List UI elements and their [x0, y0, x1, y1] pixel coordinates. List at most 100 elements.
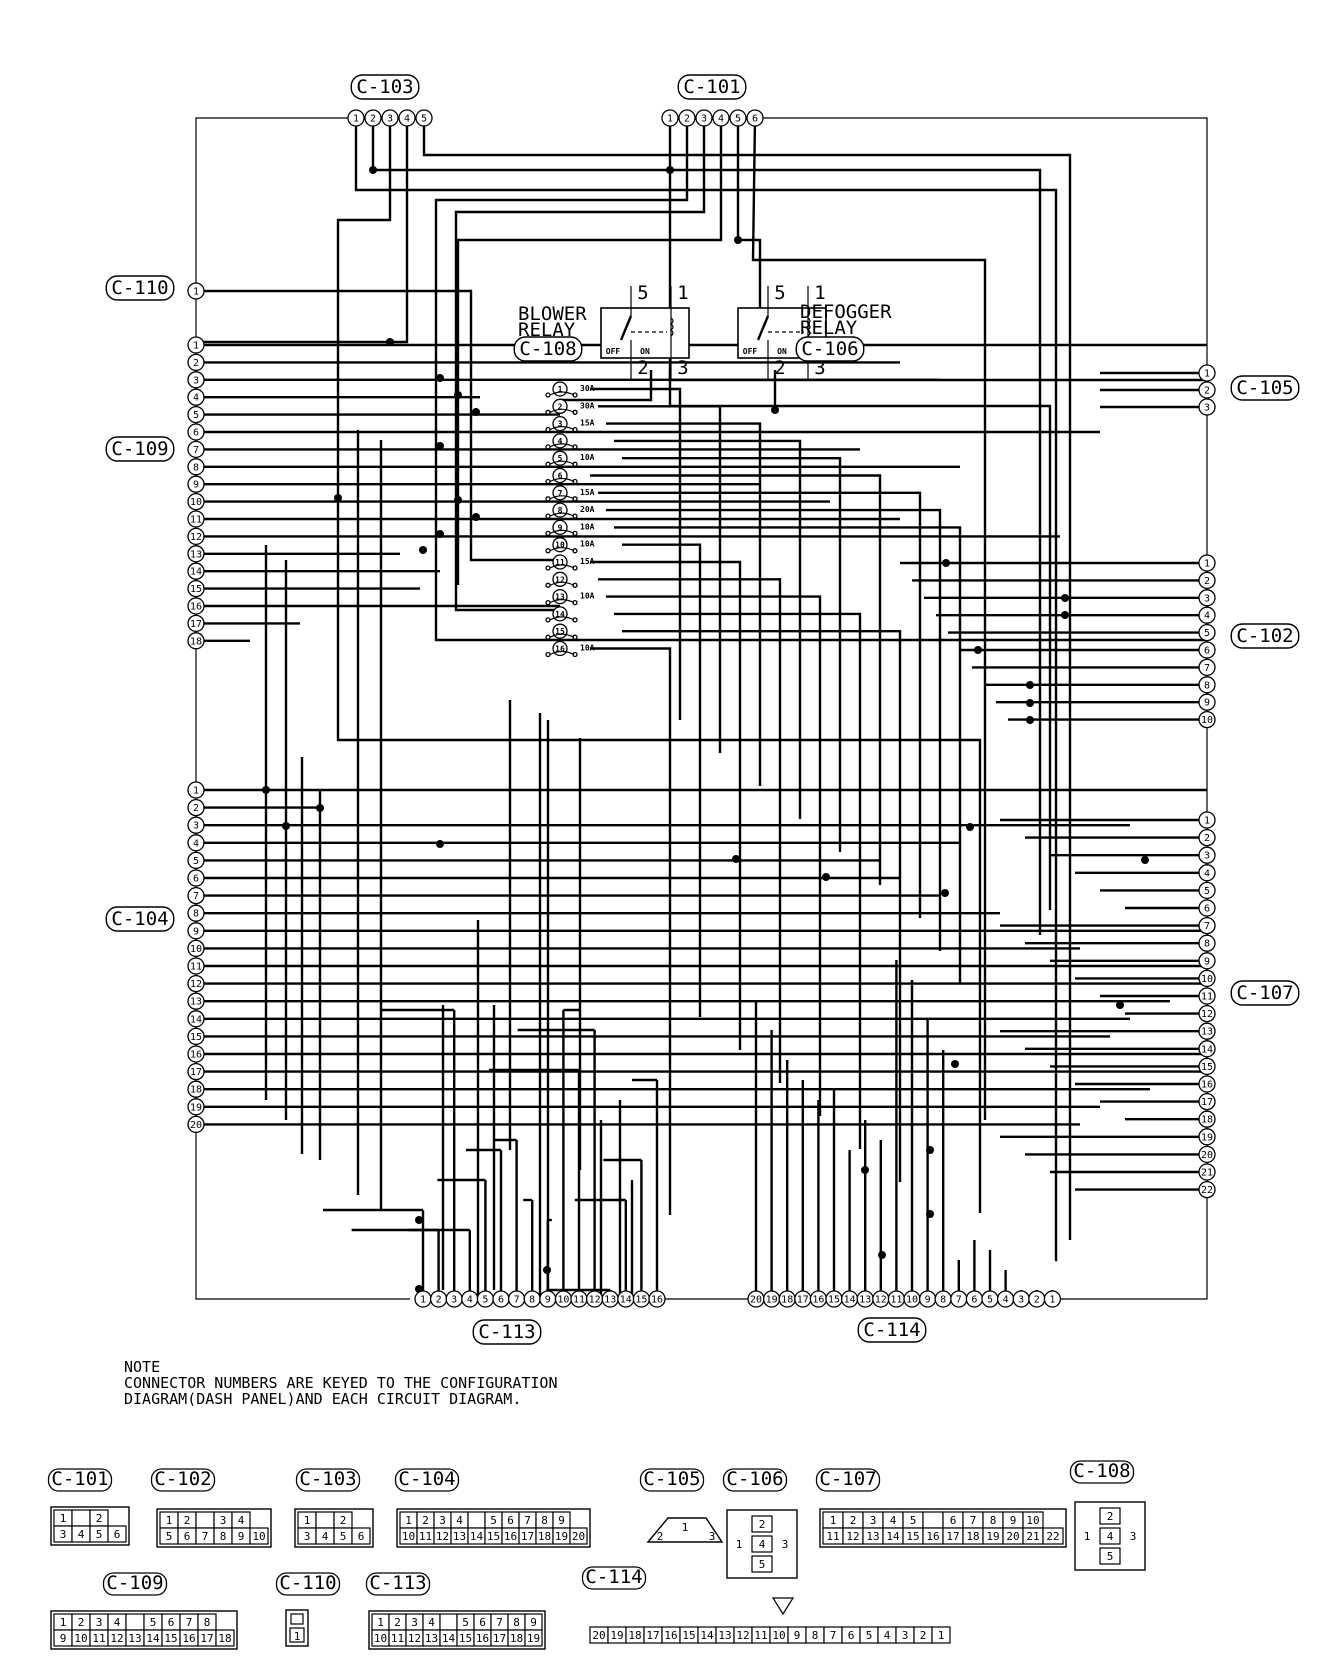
c104-pin-15-circle: [187, 1027, 205, 1046]
c113-pin-7-number: 7: [514, 1295, 520, 1306]
face-c114-cell-16: 16: [664, 1629, 677, 1642]
c103-pin-2-number: 2: [370, 114, 376, 125]
face-c101-cell-4: 4: [78, 1528, 85, 1541]
c103-pin-2-circle: [364, 109, 382, 127]
fuse-7-element: [549, 495, 575, 500]
c107-pin-11-number: 11: [1201, 992, 1213, 1003]
face-c113-label-frame: [365, 1572, 431, 1596]
junction-dot: [966, 823, 974, 831]
c104-pin-15-number: 15: [190, 1032, 202, 1043]
c104-pin-9-circle: [187, 922, 205, 940]
face-c104-cell-19: 19: [555, 1530, 568, 1543]
c107-pin-10-number: 10: [1201, 974, 1213, 985]
wire: [422, 118, 1072, 1240]
c107-pin-9-circle: [1198, 952, 1216, 970]
junction-dot: [472, 408, 480, 416]
fuse-10-number: 10: [555, 541, 565, 550]
face-c104-cell-14: 14: [470, 1530, 484, 1543]
face-c109-label: C-109: [106, 1572, 163, 1594]
face-c102-cell-7: 7: [202, 1530, 209, 1543]
c107-pin-1-circle: [1198, 811, 1216, 829]
face-c102-cell-1: 1: [166, 1514, 173, 1527]
face-c109-cell-4: 4: [114, 1616, 121, 1629]
c107-pin-16-circle: [1198, 1075, 1216, 1093]
face-c104-cell-4: 4: [456, 1514, 463, 1527]
c104-pin-17-circle: [187, 1062, 205, 1081]
c101-pin-6-circle: [746, 109, 764, 127]
c109-pin-17-number: 17: [190, 619, 202, 630]
face-c105-cell-2: 2: [657, 1530, 664, 1543]
c114-pin-6-number: 6: [971, 1295, 977, 1306]
label-c105-frame: [1230, 375, 1300, 401]
face-c113-cell-4: 4: [428, 1616, 435, 1629]
c107-pin-13-circle: [1198, 1022, 1216, 1040]
junction-dot: [941, 889, 949, 897]
c109-pin-11-number: 11: [190, 515, 202, 526]
c109-pin-8-number: 8: [193, 462, 199, 473]
wire: [606, 508, 942, 951]
c109-pin-7-number: 7: [193, 445, 199, 456]
c107-pin-14-number: 14: [1201, 1044, 1213, 1055]
face-c109-cell-15: 15: [164, 1632, 177, 1645]
wire: [614, 526, 962, 984]
c107-pin-6-circle: [1198, 899, 1216, 917]
wire: [622, 630, 902, 1182]
c109-pin-7-circle: [187, 440, 205, 459]
face-c104-cell: [569, 1527, 588, 1545]
face-c108-cell: [1099, 1547, 1121, 1565]
face-c104-cell-12: 12: [436, 1530, 449, 1543]
c107-pin-7-circle: [1198, 916, 1216, 935]
c107-pin-12-number: 12: [1201, 1009, 1213, 1020]
label-c106-relay-frame: [795, 336, 865, 362]
fuse-2-contact: [545, 409, 551, 415]
junction-dot: [472, 513, 480, 521]
face-c113-cell-6: 6: [479, 1616, 486, 1629]
face-c104-cell-5: 5: [490, 1514, 497, 1527]
junction-dot: [436, 442, 444, 450]
c109-pin-17-circle: [187, 614, 205, 633]
face-c113-cell-16: 16: [476, 1632, 489, 1645]
defogger-relay-name-2: RELAY: [800, 317, 858, 339]
c107-pin-15-circle: [1198, 1057, 1216, 1076]
face-c108-cell-2: 2: [1107, 1510, 1114, 1523]
face-c107-cell-13: 13: [866, 1530, 879, 1543]
fuse-4-contact: [545, 444, 551, 450]
face-c114-label-frame: [581, 1566, 647, 1590]
fuse-14-element: [549, 616, 575, 621]
c109-pin-14-circle: [187, 562, 205, 580]
note-title: NOTE: [124, 1358, 160, 1376]
relay-defogger-coil: [807, 317, 811, 337]
face-c109-cell-8: 8: [204, 1616, 211, 1629]
wire: [736, 118, 762, 320]
face-c113-cell-17: 17: [493, 1632, 506, 1645]
label-c103: C-103: [356, 76, 413, 98]
c107-pin-1-number: 1: [1204, 816, 1210, 827]
face-c107-cell-7: 7: [970, 1514, 977, 1527]
face-c102-cell-6: 6: [184, 1530, 191, 1543]
fuse-15-contact: [545, 634, 551, 640]
wire: [606, 595, 822, 1116]
label-c102-frame: [1230, 623, 1300, 649]
fuse-9-number: 9: [558, 523, 563, 532]
c104-pin-14-circle: [187, 1010, 205, 1028]
c107-pin-14-circle: [1198, 1040, 1216, 1058]
c104-pin-8-circle: [187, 904, 205, 922]
c102-pin-3-circle: [1198, 589, 1216, 607]
wire: [590, 474, 882, 885]
c109-pin-4-number: 4: [193, 393, 199, 404]
face-c109-cell-11: 11: [92, 1632, 105, 1645]
face-c102-cell: [249, 1527, 269, 1545]
c113-pin-5-number: 5: [482, 1295, 488, 1306]
c107-pin-4-circle: [1198, 864, 1216, 882]
c107-pin-21-number: 21: [1201, 1168, 1213, 1179]
face-c113-cell-15: 15: [459, 1632, 472, 1645]
relay-blower-terminal-3: 3: [677, 357, 688, 379]
c107-pin-19-circle: [1198, 1128, 1216, 1146]
c104-pin-10-number: 10: [190, 944, 202, 955]
wire: [196, 118, 409, 344]
face-c104-cell-16: 16: [504, 1530, 517, 1543]
face-c113-cell-8: 8: [513, 1616, 520, 1629]
fuse-13-element: [549, 599, 575, 604]
